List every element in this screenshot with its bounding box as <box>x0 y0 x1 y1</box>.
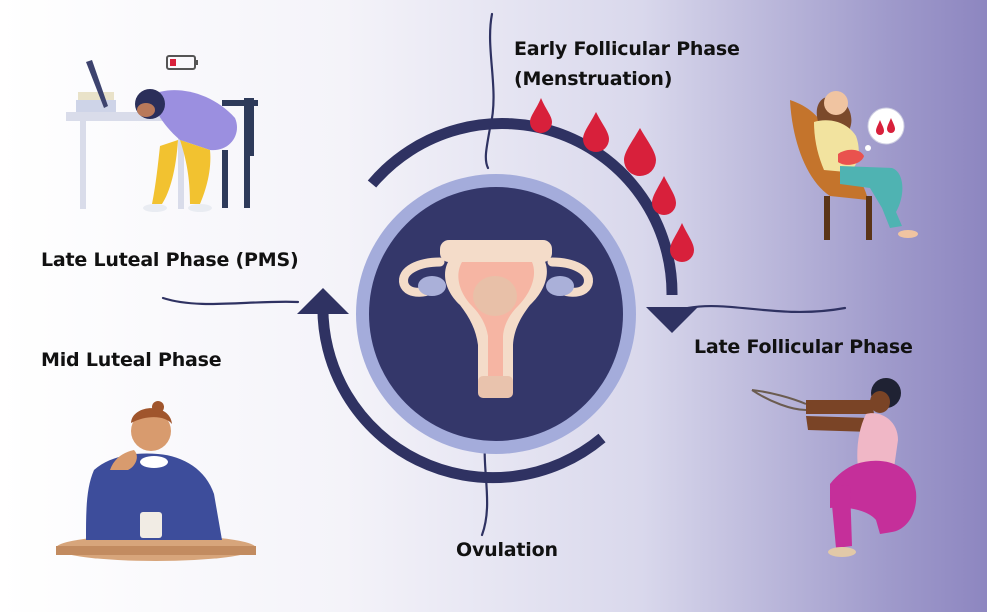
blood-drop-icon <box>583 112 609 152</box>
ovary-right <box>546 276 574 296</box>
low-battery-icon <box>166 55 198 70</box>
label-mid-luteal-phase: Mid Luteal Phase <box>41 349 222 371</box>
label-early-follicular-line2: (Menstruation) <box>514 68 673 90</box>
connector-top <box>484 12 495 170</box>
label-late-follicular-phase: Late Follicular Phase <box>694 336 913 358</box>
cycle-arrow-bottom-left <box>317 300 606 484</box>
blood-drop-icon <box>530 98 552 133</box>
label-ovulation: Ovulation <box>456 539 558 561</box>
connector-left <box>161 296 300 306</box>
uterus-icon <box>399 240 593 398</box>
connector-right <box>686 304 847 314</box>
blood-drop-icon <box>652 176 676 215</box>
illustration-resting-in-chair <box>790 91 918 240</box>
cycle-arrow-top-right <box>367 118 678 296</box>
illustration-tired-at-desk <box>66 55 258 212</box>
label-early-follicular-phase: Early Follicular Phase (Menstruation) <box>514 34 740 94</box>
arrowhead-left <box>297 288 349 314</box>
ovary-left <box>418 276 446 296</box>
blood-drop-icon <box>670 223 694 262</box>
blood-drop-icon <box>624 128 656 176</box>
label-late-luteal-phase: Late Luteal Phase (PMS) <box>41 249 299 271</box>
thought-bubble <box>867 107 905 145</box>
label-early-follicular-line1: Early Follicular Phase <box>514 38 740 60</box>
illustration-eating <box>56 401 256 561</box>
cycle-arrows <box>317 118 678 484</box>
arrowhead-right <box>646 307 698 333</box>
blood-drops <box>530 98 694 262</box>
illustration-exercising <box>751 378 917 557</box>
